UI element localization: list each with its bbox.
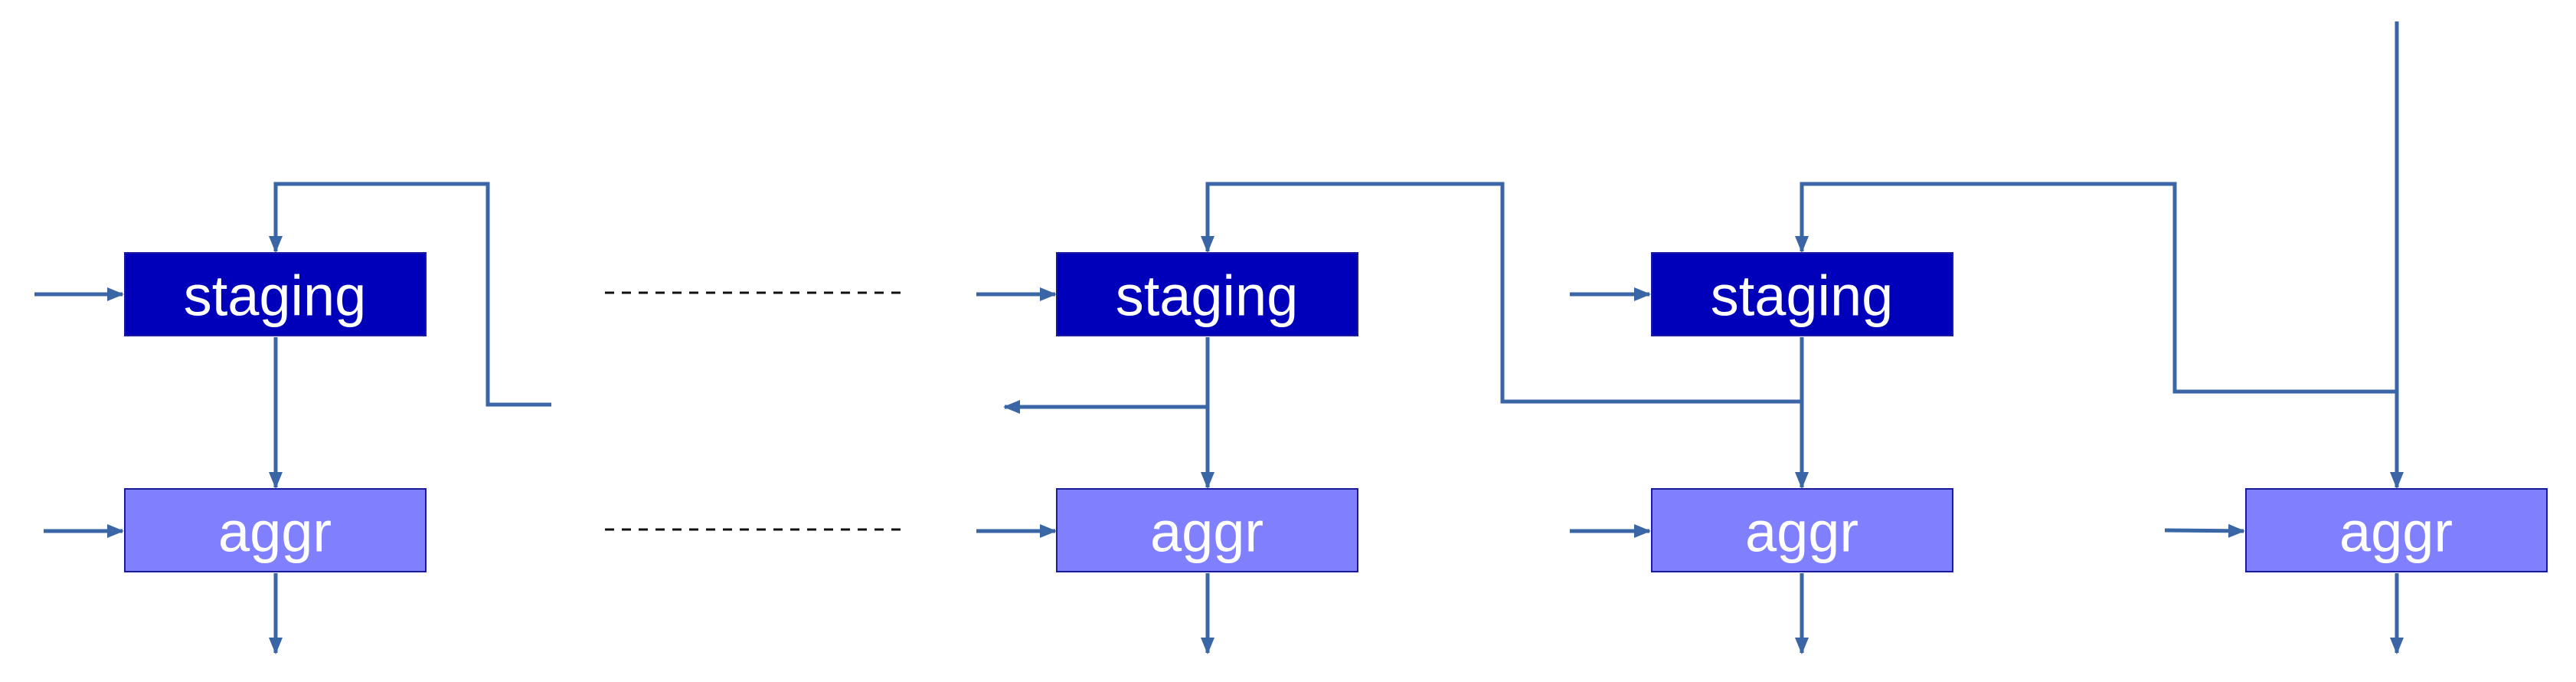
column-1: staging aggr — [34, 182, 551, 654]
aggr-box-4 — [2245, 488, 2548, 572]
aggr-label-3: aggr — [1745, 500, 1858, 564]
aggr-box-2 — [1056, 488, 1358, 572]
aggr-label-1: aggr — [218, 500, 332, 564]
aggr-box-1 — [124, 488, 427, 572]
staging-label-1: staging — [184, 264, 367, 328]
staging-box-2 — [1056, 252, 1358, 336]
column-2: staging aggr — [976, 182, 1802, 654]
aggr-label-2: aggr — [1150, 500, 1263, 564]
staging-box-3 — [1651, 252, 1953, 336]
staging-label-3: staging — [1711, 264, 1894, 328]
aggr-box-3 — [1651, 488, 1953, 572]
column-3: staging aggr — [1570, 182, 2397, 654]
column-4: aggr — [2164, 21, 2548, 654]
staging-box-1 — [124, 252, 427, 336]
aggr-label-4: aggr — [2339, 500, 2453, 564]
input-arrow-aggr-4 — [2164, 523, 2245, 538]
staging-label-2: staging — [1116, 264, 1299, 328]
feedback-loop-2 — [1201, 182, 1802, 404]
feedback-loop-3 — [1795, 182, 2397, 394]
feedback-loop-1 — [269, 182, 551, 407]
